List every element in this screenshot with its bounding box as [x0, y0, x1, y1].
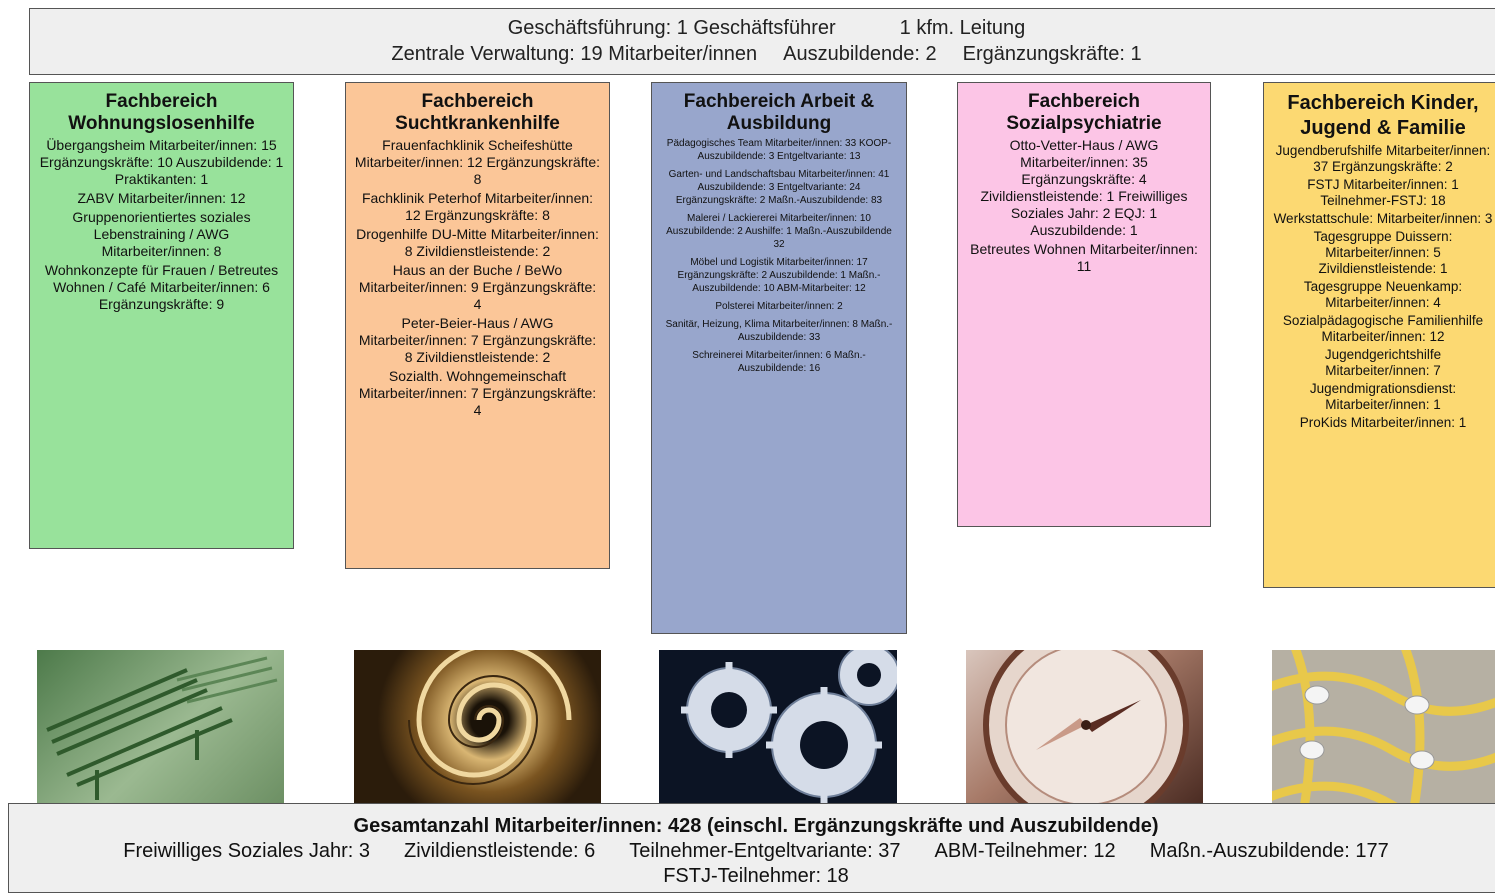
dept-item: Polsterei Mitarbeiter/innen: 2	[715, 301, 843, 312]
dept-item: Jugendberufshilfe Mitarbeiter/innen: 37 …	[1275, 143, 1491, 174]
dept-item: FSTJ Mitarbeiter/innen: 1 Teilnehmer-FST…	[1307, 177, 1459, 208]
dept-homeless-aid: Fachbereich Wohnungslosenhilfe Übergangs…	[29, 82, 294, 549]
dept-title: Fachbereich Kinder, Jugend & Familie	[1287, 92, 1479, 139]
dept-title: Fachbereich Suchtkrankenhilfe	[395, 91, 560, 134]
dept-item: Betreutes Wohnen Mitarbeiter/innen: 11	[970, 241, 1198, 274]
commercial-management-label: 1 kfm. Leitung	[899, 17, 1026, 39]
dept-item: Jugendmigrationsdienst: Mitarbeiter/inne…	[1309, 381, 1457, 412]
totals-footer: Gesamtanzahl Mitarbeiter/innen: 428 (ein…	[8, 803, 1495, 893]
dept-addiction-aid: Fachbereich Suchtkrankenhilfe Frauenfach…	[345, 82, 610, 569]
fstj-stat: FSTJ-Teilnehmer: 18	[663, 865, 849, 887]
dept-item: Haus an der Buche / BeWo Mitarbeiter/inn…	[358, 262, 597, 312]
dept-item: Sozialth. Wohngemeinschaft Mitarbeiter/i…	[358, 368, 597, 418]
total-staff-label: Gesamtanzahl Mitarbeiter/innen: 428 (ein…	[353, 815, 1159, 837]
dept-item: Garten- und Landschaftsbau Mitarbeiter/i…	[668, 169, 890, 206]
dept-item: Werkstattschule: Mitarbeiter/innen: 3	[1273, 211, 1493, 226]
header-line-2: Zentrale Verwaltung: 19 Mitarbeiter/inne…	[30, 41, 1495, 67]
header-apprentices-label: Auszubildende: 2	[783, 43, 937, 65]
dept-item: Otto-Vetter-Haus / AWG Mitarbeiter/innen…	[980, 137, 1188, 238]
spiral-staircase-photo	[354, 650, 601, 805]
dept-item: Sozialpädagogische Familienhilfe Mitarbe…	[1282, 313, 1484, 344]
management-label: Geschäftsführung: 1 Geschäftsführer	[507, 17, 836, 39]
dept-title: Fachbereich Arbeit & Ausbildung	[683, 91, 875, 134]
dept-item: Schreinerei Mitarbeiter/innen: 6 Maßn.-A…	[692, 350, 866, 374]
dept-item: Übergangsheim Mitarbeiter/innen: 15 Ergä…	[39, 137, 284, 187]
dept-title: Fachbereich Sozialpsychiatrie	[1006, 91, 1162, 134]
management-header: Geschäftsführung: 1 Geschäftsführer 1 kfm…	[29, 8, 1495, 75]
dept-item: Tagesgruppe Duissern: Mitarbeiter/innen:…	[1313, 229, 1453, 276]
abm-stat: ABM-Teilnehmer: 12	[934, 840, 1116, 862]
bench-photo	[37, 650, 284, 805]
dept-item: Fachklinik Peterhof Mitarbeiter/innen: 1…	[361, 190, 594, 223]
dept-item: Frauenfachklinik Scheifeshütte Mitarbeit…	[354, 137, 601, 187]
dept-social-psychiatry: Fachbereich Sozialpsychiatrie Otto-Vette…	[957, 82, 1211, 527]
measure-apprentices-stat: Maßn.-Auszubildende: 177	[1149, 840, 1389, 862]
dept-item: Möbel und Logistik Mitarbeiter/innen: 17…	[677, 257, 881, 294]
compass-photo	[966, 650, 1203, 805]
header-line-1: Geschäftsführung: 1 Geschäftsführer 1 kfm…	[30, 15, 1495, 41]
participants-pay-stat: Teilnehmer-Entgeltvariante: 37	[629, 840, 901, 862]
dept-item: ProKids Mitarbeiter/innen: 1	[1299, 415, 1467, 430]
dept-item: Wohnkonzepte für Frauen / Betreutes Wohn…	[44, 262, 279, 312]
civil-service-stat: Zivildienstleistende: 6	[404, 840, 596, 862]
dept-children-youth-family: Fachbereich Kinder, Jugend & Familie Jug…	[1263, 82, 1495, 588]
dept-item: Malerei / Lackiererei Mitarbeiter/innen:…	[666, 213, 892, 250]
dept-item: Peter-Beier-Haus / AWG Mitarbeiter/innen…	[358, 315, 597, 365]
dept-work-training: Fachbereich Arbeit & Ausbildung Pädagogi…	[651, 82, 907, 634]
central-admin-label: Zentrale Verwaltung: 19 Mitarbeiter/inne…	[391, 43, 758, 65]
fsj-stat: Freiwilliges Soziales Jahr: 3	[123, 840, 371, 862]
dept-item: Drogenhilfe DU-Mitte Mitarbeiter/innen: …	[356, 226, 599, 259]
dept-title: Fachbereich Wohnungslosenhilfe	[68, 91, 255, 134]
dept-item: Gruppenorientiertes soziales Lebenstrain…	[72, 209, 251, 259]
dept-item: Tagesgruppe Neuenkamp: Mitarbeiter/innen…	[1303, 279, 1463, 310]
dept-item: Jugendgerichtshilfe Mitarbeiter/innen: 7	[1324, 347, 1442, 378]
dept-item: Pädagogisches Team Mitarbeiter/innen: 33…	[666, 138, 892, 162]
dept-item: Sanitär, Heizung, Klima Mitarbeiter/inne…	[665, 319, 893, 343]
gears-photo	[659, 650, 897, 805]
footer-stats-row: Freiwilliges Soziales Jahr: 3 Zivildienst…	[9, 839, 1495, 864]
rope-net-photo	[1272, 650, 1495, 810]
dept-item: ZABV Mitarbeiter/innen: 12	[77, 190, 246, 206]
header-support-staff-label: Ergänzungskräfte: 1	[962, 43, 1142, 65]
